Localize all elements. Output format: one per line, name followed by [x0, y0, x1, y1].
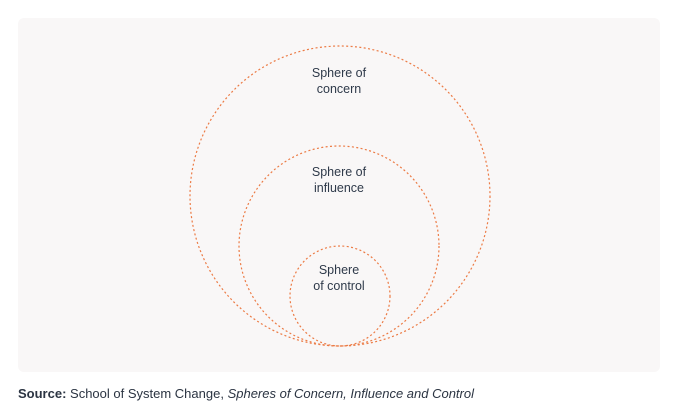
source-label: Source:: [18, 386, 67, 401]
diagram-panel: [18, 18, 660, 372]
sphere-of-control-label-line2: of control: [313, 279, 364, 293]
sphere-of-influence-label-line2: influence: [314, 181, 364, 195]
sphere-of-concern-label-line1: Sphere of: [312, 66, 367, 80]
source-title: Spheres of Concern, Influence and Contro…: [227, 386, 474, 401]
sphere-of-control-circle: [289, 245, 391, 347]
source-caption: Source: School of System Change, Spheres…: [18, 386, 474, 401]
source-text: School of System Change,: [66, 386, 228, 401]
sphere-of-concern-label-line2: concern: [317, 82, 362, 96]
sphere-of-control-label-line1: Sphere: [319, 263, 359, 277]
sphere-of-concern-circle: [189, 45, 491, 347]
sphere-of-influence-label-line1: Sphere of: [312, 165, 367, 179]
sphere-of-influence-circle: [238, 145, 440, 347]
